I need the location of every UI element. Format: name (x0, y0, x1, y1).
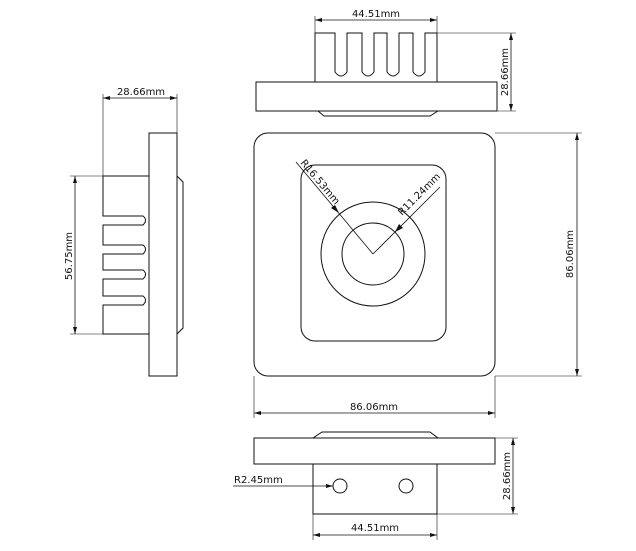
front-view-inner-block (300, 164, 447, 342)
top-width-label: 44.51mm (352, 9, 400, 20)
bottom-view-hole-left (332, 478, 348, 494)
bottom-view-chamfer (312, 431, 439, 439)
top-view-base-chamfer (317, 110, 439, 117)
front-view-outer-circle (320, 201, 426, 307)
bottom-height-label: 28.66mm (502, 452, 513, 500)
top-view-fins (314, 32, 438, 82)
left-view-fins (102, 175, 149, 335)
top-view: 44.51mm 28.66mm (255, 9, 516, 117)
top-height-label: 28.66mm (500, 48, 511, 96)
hole-label: R2.45mm (234, 475, 283, 486)
top-view-base-plate (255, 81, 498, 112)
bottom-view-hole-right (398, 478, 414, 494)
bottom-view-block (312, 463, 438, 515)
front-width-label: 86.06mm (350, 402, 398, 413)
left-depth-label: 28.66mm (117, 87, 165, 98)
front-view-inner-circle (341, 222, 405, 286)
front-view-outer-plate (253, 132, 496, 377)
radius-inner-leader (372, 186, 441, 255)
bottom-view-base-plate (253, 437, 496, 465)
radius-inner-label: R11.24mm (396, 171, 443, 218)
front-height-label: 86.06mm (565, 230, 576, 278)
left-height-label: 56.75mm (64, 232, 75, 280)
bottom-width-label: 44.51mm (351, 523, 399, 534)
left-view-chamfer (176, 175, 184, 335)
left-view: 28.66mm 56.75mm (64, 87, 184, 377)
front-view: R16.53mm R11.24mm 86.06mm 86.06mm (253, 132, 582, 418)
left-view-plate (148, 132, 178, 377)
bottom-view: R2.45mm 28.66mm 44.51mm (233, 431, 518, 540)
